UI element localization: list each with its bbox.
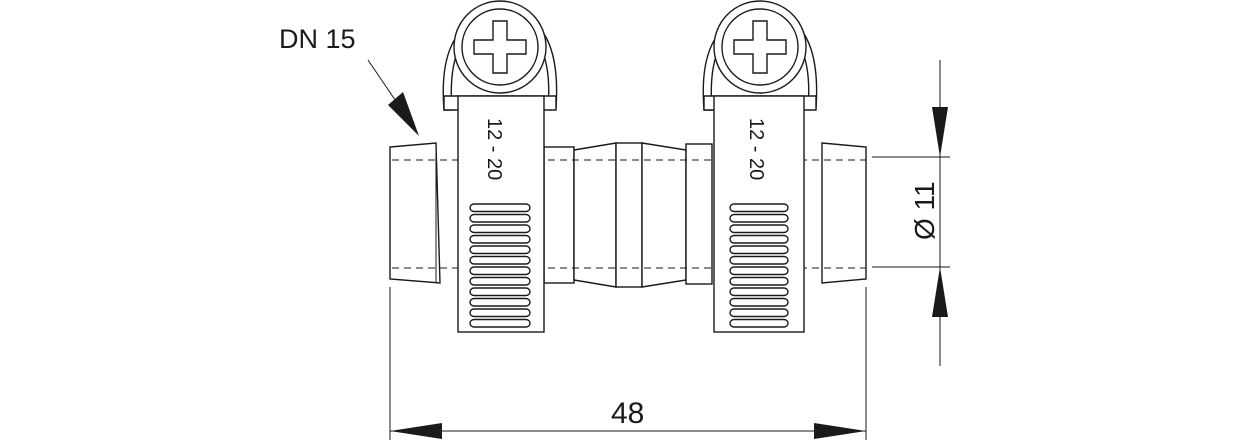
band-slot: [729, 276, 789, 286]
center-left-sleeve: [543, 146, 575, 284]
band-slot: [729, 245, 789, 255]
hose-clamp-left: 12 - 20: [442, 0, 558, 333]
band-slot: [469, 266, 531, 276]
cross-screw-icon: [473, 20, 527, 74]
length-arrow-right: [814, 423, 866, 439]
dn-label-group: DN 15: [279, 24, 419, 136]
band-slot: [729, 224, 789, 234]
band-slot: [469, 255, 531, 265]
band-slot: [469, 224, 531, 234]
band-slot: [729, 203, 789, 213]
connector-body: [389, 142, 867, 288]
center-ring: [615, 142, 643, 288]
cross-screw-icon: [733, 20, 787, 74]
band-slot: [729, 255, 789, 265]
clamp-left-range-label: 12 - 20: [483, 118, 505, 180]
band-slot: [469, 213, 531, 223]
band-slot: [729, 297, 789, 307]
band-slot: [469, 245, 531, 255]
length-arrow-left: [390, 423, 442, 439]
band-slot: [469, 287, 531, 297]
length-dimension: 48: [389, 287, 867, 440]
diameter-arrow-top: [932, 107, 948, 157]
band-slot: [729, 318, 789, 328]
center-cone-right: [641, 142, 687, 288]
band-slot: [469, 308, 531, 318]
center-cone-left: [573, 142, 617, 288]
band-slot: [729, 213, 789, 223]
dn-leader-arrow: [388, 92, 419, 136]
diameter-dim-label: Ø 11: [909, 181, 940, 240]
right-barb: [821, 142, 867, 284]
hose-clamp-right: 12 - 20: [702, 0, 818, 333]
left-barb: [389, 142, 441, 284]
band-slot: [469, 234, 531, 244]
length-dim-label: 48: [611, 397, 644, 430]
band-slot: [469, 318, 531, 328]
band-slot: [729, 308, 789, 318]
band-slot: [729, 287, 789, 297]
band-slot: [469, 276, 531, 286]
band-slot: [729, 266, 789, 276]
clamp-right-slots: [729, 203, 789, 328]
clamp-right-range-label: 12 - 20: [745, 118, 767, 180]
band-slot: [469, 203, 531, 213]
diameter-arrow-bottom: [932, 267, 948, 317]
center-right-sleeve: [685, 143, 713, 285]
dn-label: DN 15: [279, 24, 356, 54]
band-slot: [729, 234, 789, 244]
clamp-left-slots: [469, 203, 531, 328]
band-slot: [469, 297, 531, 307]
diameter-dimension: Ø 11: [872, 60, 950, 366]
